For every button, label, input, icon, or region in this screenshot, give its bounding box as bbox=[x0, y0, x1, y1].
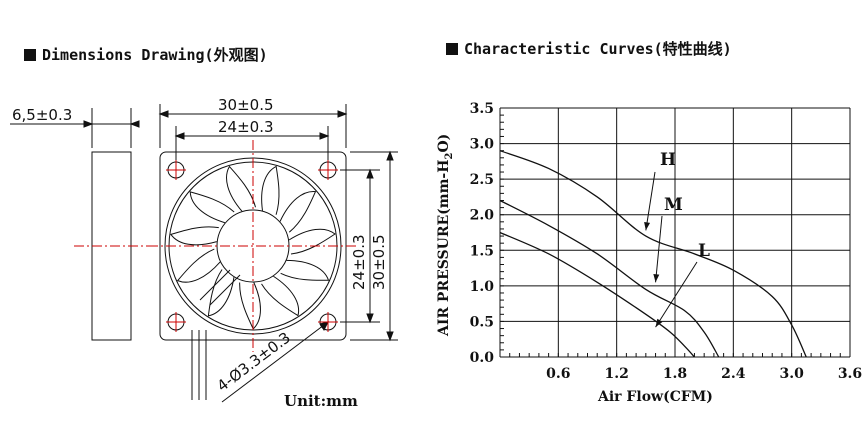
thickness-label: 6,5±0.3 bbox=[12, 106, 72, 124]
fan-blade bbox=[279, 191, 317, 233]
arrow-icon bbox=[158, 110, 169, 118]
chart-series bbox=[499, 150, 807, 358]
fan-blade bbox=[280, 259, 330, 281]
fan-blade bbox=[288, 228, 336, 255]
hole-spacing-label: 24±0.3 bbox=[218, 118, 274, 136]
x-tick-label: 1.2 bbox=[604, 366, 628, 382]
fan-blade bbox=[226, 165, 256, 212]
arrow-icon bbox=[129, 120, 140, 128]
x-tick-label: 0.6 bbox=[546, 366, 570, 382]
x-axis-label: Air Flow(CFM) bbox=[597, 389, 713, 405]
outer-height-label: 30±0.5 bbox=[370, 234, 388, 290]
outer-width-label: 30±0.5 bbox=[218, 96, 274, 114]
y-tick-label: 3.0 bbox=[470, 137, 495, 153]
unit-label: Unit:mm bbox=[284, 392, 358, 410]
chart-leaders: H M L bbox=[644, 150, 710, 328]
arrow-icon bbox=[653, 274, 660, 283]
label-leader-l bbox=[655, 261, 698, 328]
y-tick-label: 2.0 bbox=[470, 208, 495, 224]
series-label-l: L bbox=[698, 241, 710, 261]
dimensions-heading: Dimensions Drawing(外观图) bbox=[24, 44, 268, 65]
arrow-icon bbox=[655, 318, 663, 328]
label-leader-h bbox=[645, 171, 656, 231]
chart-grid bbox=[499, 107, 851, 358]
label-leader-m bbox=[655, 215, 663, 283]
series-line-l bbox=[499, 231, 695, 358]
y-tick-label: 0.0 bbox=[470, 350, 495, 366]
arrow-icon bbox=[644, 221, 651, 231]
fan-blade bbox=[261, 275, 300, 317]
hole-spacing-v-label: 24±0.3 bbox=[350, 234, 368, 290]
y-tick-label: 2.5 bbox=[470, 172, 494, 188]
y-tick-label: 1.0 bbox=[470, 279, 495, 295]
x-tick-label: 3.0 bbox=[779, 366, 804, 382]
fan-blade bbox=[207, 269, 235, 317]
series-label-h: H bbox=[660, 150, 676, 170]
arrow-icon bbox=[386, 331, 394, 342]
fan-blade bbox=[189, 191, 235, 224]
fan-blades bbox=[170, 165, 336, 330]
dimensions-heading-text: Dimensions Drawing(外观图) bbox=[42, 46, 268, 64]
arrow-icon bbox=[366, 168, 374, 179]
arrow-icon bbox=[319, 132, 330, 140]
wire-strut bbox=[199, 269, 231, 301]
curves-heading-text: Characteristic Curves(特性曲线) bbox=[464, 40, 732, 58]
arrow-icon bbox=[386, 150, 394, 161]
y-tick-label: 3.5 bbox=[470, 101, 494, 117]
fan-blade bbox=[170, 226, 219, 246]
bullet-square-icon bbox=[24, 49, 36, 61]
wire-strut bbox=[209, 274, 241, 306]
series-line-h bbox=[499, 150, 807, 358]
series-label-m: M bbox=[664, 195, 683, 215]
x-tick-label: 2.4 bbox=[721, 366, 746, 382]
fan-blade bbox=[261, 165, 280, 215]
fan-blade bbox=[176, 248, 221, 283]
x-tick-label: 1.8 bbox=[663, 366, 687, 382]
arrow-icon bbox=[366, 313, 374, 324]
curves-heading: Characteristic Curves(特性曲线) bbox=[446, 38, 732, 59]
series-line-m bbox=[499, 199, 720, 358]
y-tick-label: 0.5 bbox=[470, 314, 494, 330]
arrow-icon bbox=[174, 132, 185, 140]
hole-leader-line bbox=[221, 321, 329, 403]
y-tick-label: 1.5 bbox=[470, 243, 494, 259]
x-tick-label: 3.6 bbox=[838, 366, 862, 382]
y-axis-label: AIR PRESSURE(mm-H2O) bbox=[436, 134, 455, 337]
chart-ticks: 0.0 0.5 1.0 1.5 2.0 2.5 3.0 3.5 0.6 1.2 1.8 2.4 3.0 3… bbox=[470, 101, 862, 382]
arrow-icon bbox=[319, 321, 329, 331]
arrow-icon bbox=[83, 120, 94, 128]
bullet-square-icon bbox=[446, 43, 458, 55]
arrow-icon bbox=[337, 110, 348, 118]
